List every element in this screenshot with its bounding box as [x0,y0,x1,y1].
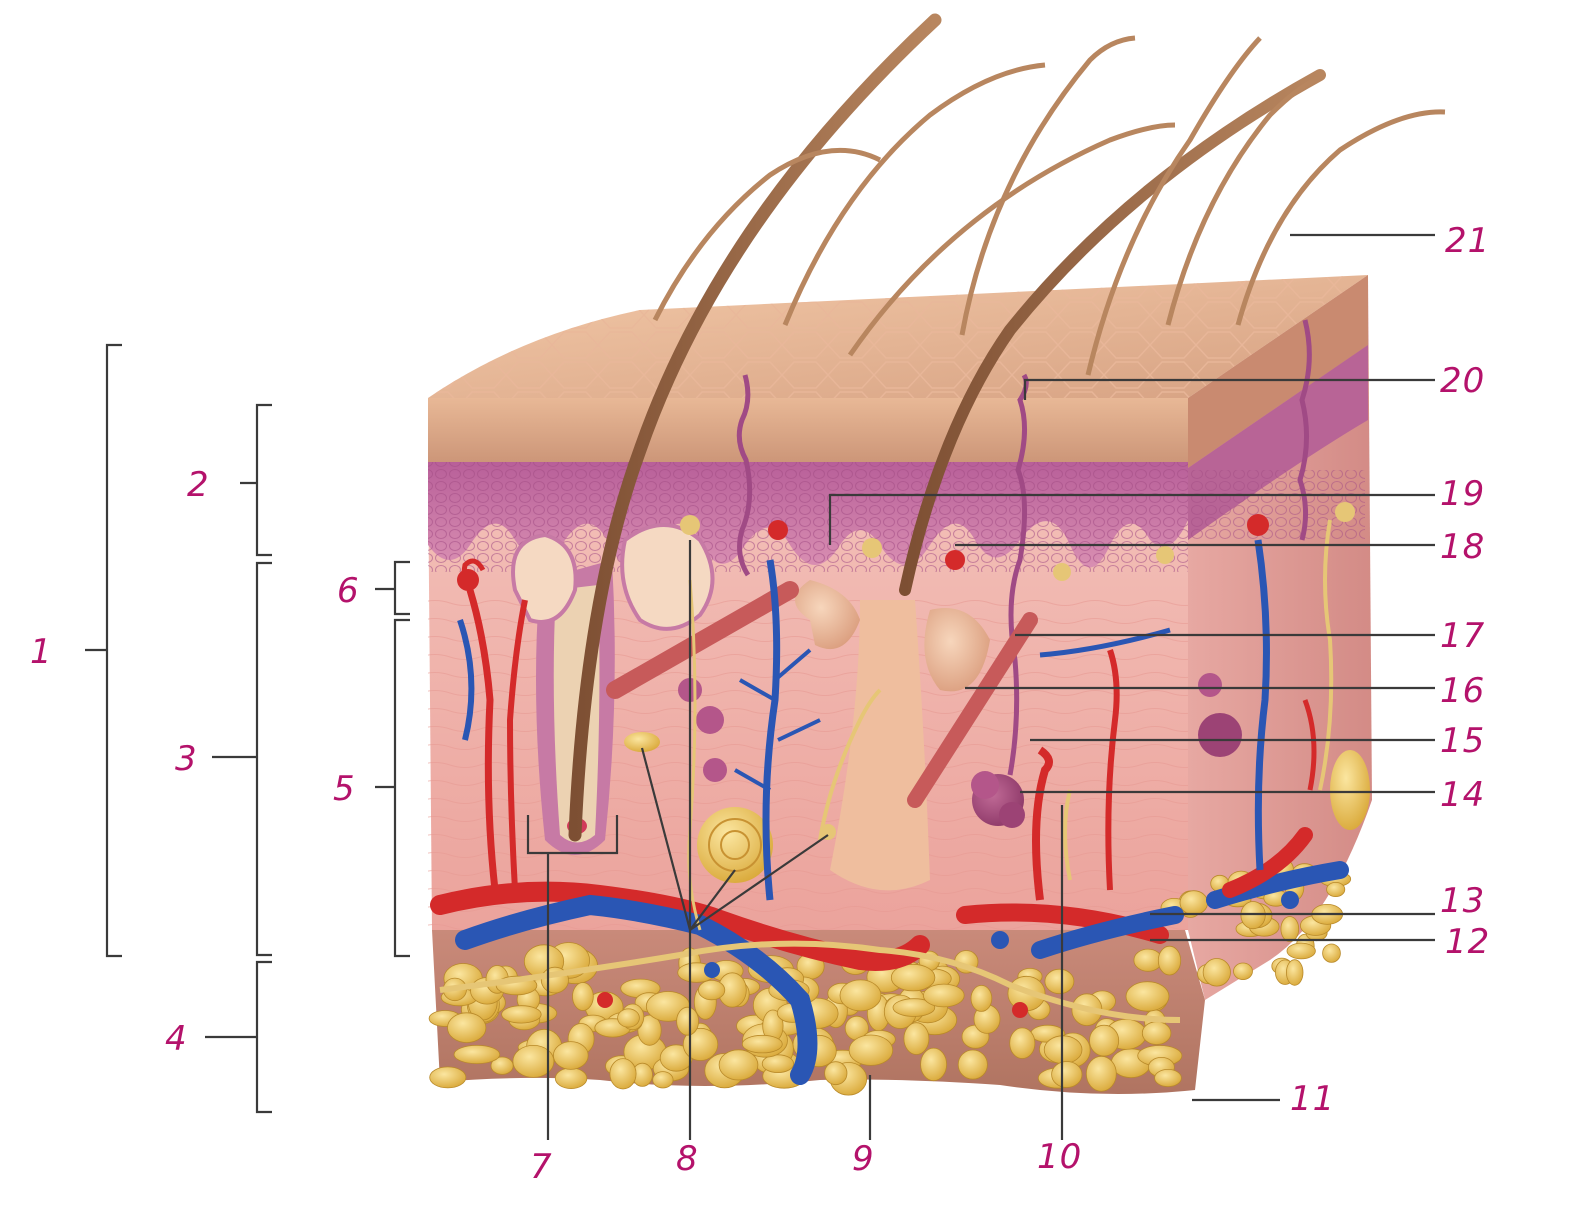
stratum-corneum [428,398,1188,470]
label-12: 12 [1445,922,1490,962]
fat-cell [1157,945,1182,976]
label-17: 17 [1440,616,1485,656]
label-18: 18 [1440,527,1485,567]
brackets [85,343,410,1114]
fat-cell [501,1005,542,1024]
fat-cell [848,1034,894,1066]
hair-shafts [568,13,1446,842]
fat-cell [1125,981,1170,1012]
label-20: 20 [1440,361,1485,401]
label-9: 9 [852,1139,875,1179]
label-14: 14 [1440,775,1485,815]
label-16: 16 [1440,671,1485,711]
label-21: 21 [1445,221,1490,261]
label-6: 6 [337,571,360,611]
label-7: 7 [530,1147,553,1187]
fat-cell [1085,1055,1117,1092]
fat-cell [920,1047,947,1082]
fat-cell [1322,943,1341,963]
fat-cell [572,982,594,1011]
fat-cell [957,1049,988,1080]
label-8: 8 [676,1139,699,1179]
fat-cell [1326,882,1346,898]
fat-cell [697,979,726,1001]
fat-cell [922,983,965,1008]
fat-cell [447,1012,487,1043]
fat-cell [1154,1069,1182,1088]
fat-cell [1179,890,1209,916]
fat-cell [1280,916,1300,942]
fat-cell [637,1014,662,1046]
label-11: 11 [1290,1079,1335,1119]
fat-cell [1133,948,1163,972]
fat-cell [890,963,936,992]
fat-cell [1009,1027,1036,1059]
fat-cell [682,1027,719,1061]
fat-cell [652,1071,674,1089]
fat-cell [1202,958,1231,987]
lamellated-corpuscle [624,732,1370,883]
fat-cell [429,1066,467,1089]
sweat-duct [1007,373,1029,776]
fat-cell [903,1022,930,1055]
bracket-2 [240,403,272,557]
artery [430,881,930,971]
label-5: 5 [333,769,356,809]
arrector-pili [606,581,1038,808]
fat-cell [1089,1024,1120,1057]
fat-cell [1233,962,1253,981]
label-3: 3 [175,739,198,779]
fat-cell [554,1067,588,1090]
bracket-5 [375,618,410,958]
leader-lines [526,233,1435,1140]
hair-follicle-center [795,580,990,891]
label-4: 4 [165,1019,188,1059]
fat-cell [970,985,993,1012]
fat-cell [609,1058,637,1090]
fat-cell [512,1045,555,1078]
fat-cell [1141,1021,1172,1045]
fat-cell [453,1045,501,1065]
fat-cell [1051,1061,1083,1088]
fat-cell [1286,942,1316,960]
label-2: 2 [187,465,210,505]
fat-cell [617,1008,640,1028]
fat-cell [824,1061,848,1086]
fat-cell [1044,968,1075,995]
fat-cell [839,979,882,1012]
label-15: 15 [1440,721,1485,761]
leader-19 [828,493,1435,545]
leader-7 [526,815,619,1140]
label-19: 19 [1440,474,1485,514]
fat-cell [718,1049,759,1081]
fat-cell [676,1006,699,1036]
label-13: 13 [1440,881,1485,921]
bracket-4 [205,960,272,1114]
blood-vessels [430,514,1349,1085]
fat-cell [552,1041,589,1070]
bracket-3 [212,561,272,957]
leader-8 [640,540,829,1140]
fat-cell [1285,959,1304,986]
fat-cell [741,1034,783,1054]
bracket-6 [375,560,410,616]
labels: 1 2 3 4 5 6 7 8 9 10 11 12 13 14 15 16 1… [30,221,1490,1187]
fat-cell [892,998,936,1017]
fat-cell [761,1054,795,1073]
label-10: 10 [1037,1137,1082,1177]
label-1: 1 [30,632,53,672]
bracket-1 [85,343,122,958]
leader-20 [1023,378,1435,400]
